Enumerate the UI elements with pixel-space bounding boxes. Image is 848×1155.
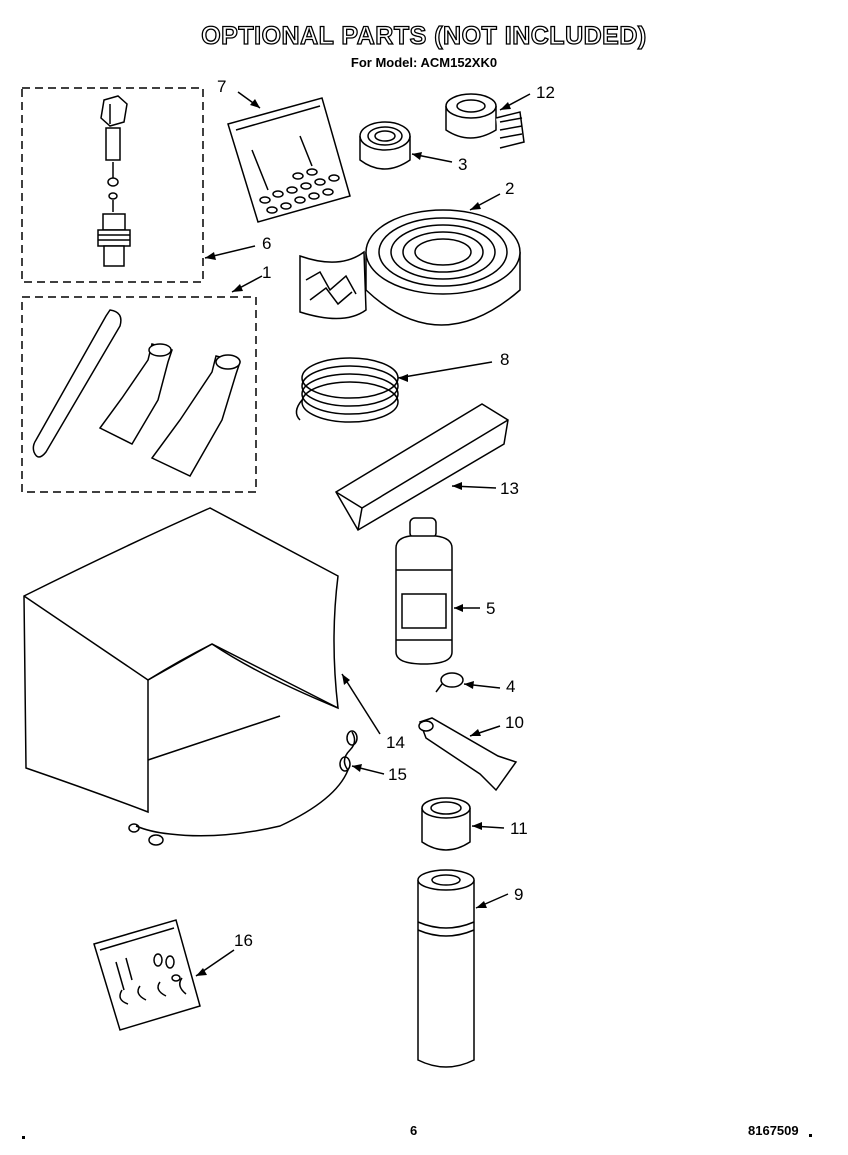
leader-8 <box>397 361 493 379</box>
corner-mark-left <box>22 1136 25 1139</box>
part-15-cord <box>128 730 358 846</box>
model-subtitle: For Model: ACM152XK0 <box>350 55 498 70</box>
part-8-hose-coil <box>295 357 399 423</box>
part-14-cover <box>23 507 339 814</box>
page-number: 6 <box>410 1123 418 1138</box>
callout-9: 9 <box>514 885 523 904</box>
part-6-valve-kit <box>21 87 204 283</box>
page-title: OPTIONAL PARTS (NOT INCLUDED) <box>201 21 647 50</box>
part-9-spray-can <box>417 869 475 1068</box>
callout-13: 13 <box>500 479 519 498</box>
callout-2: 2 <box>505 179 514 198</box>
callout-12: 12 <box>536 83 555 102</box>
callout-10: 10 <box>505 713 524 732</box>
leader-14 <box>341 673 381 735</box>
callout-1: 1 <box>262 263 271 282</box>
part-11-collar <box>421 797 471 851</box>
callout-4: 4 <box>506 677 515 696</box>
part-13-foam-strip <box>334 403 509 532</box>
part-2-foam-tape-roll <box>299 209 521 326</box>
callout-8: 8 <box>500 350 509 369</box>
callout-11: 11 <box>510 819 528 838</box>
document-number: 8167509 <box>748 1123 799 1138</box>
part-4-nozzle <box>435 672 464 693</box>
callout-16: 16 <box>234 931 253 950</box>
callout-6: 6 <box>262 234 271 253</box>
corner-mark-right <box>809 1134 812 1137</box>
callout-5: 5 <box>486 599 495 618</box>
part-5-bottle <box>395 517 453 665</box>
callout-7: 7 <box>217 77 226 96</box>
part-1-tube-kit <box>21 296 257 493</box>
part-12-tape-roll <box>445 93 525 149</box>
part-3-small-tape <box>359 121 411 170</box>
callout-3: 3 <box>458 155 467 174</box>
callout-15: 15 <box>388 765 407 784</box>
part-16-clip-bag <box>93 919 201 1031</box>
callout-14: 14 <box>386 733 405 752</box>
part-7-screw-bag <box>227 97 351 223</box>
part-10-small-tube <box>418 717 518 792</box>
